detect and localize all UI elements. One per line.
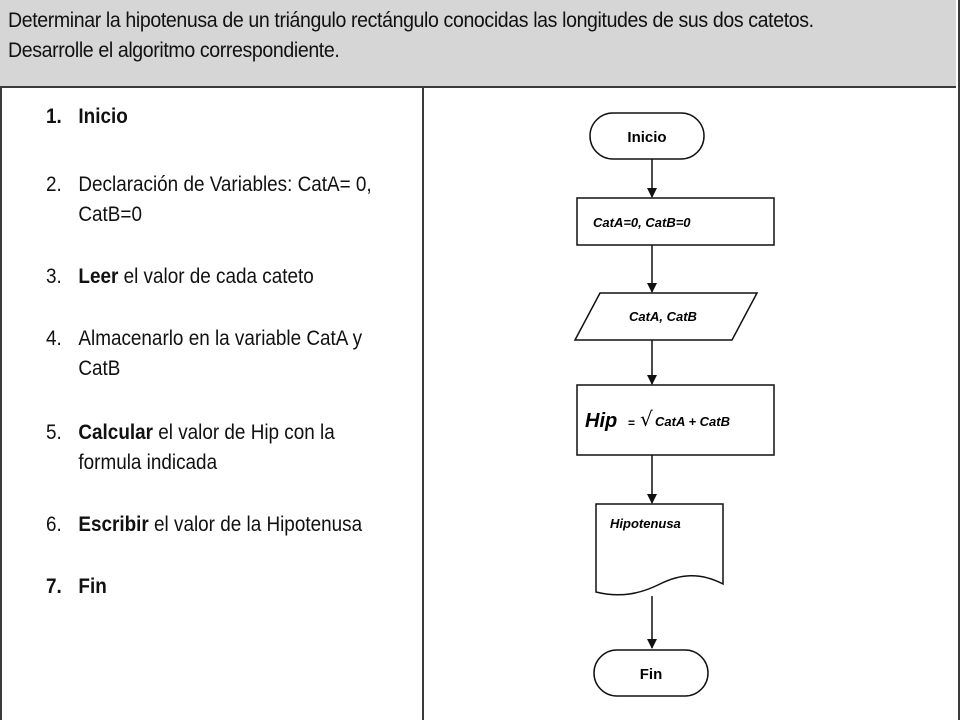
problem-line-1: Determinar la hipotenusa de un triángulo… [8, 9, 814, 32]
problem-line-2: Desarrolle el algoritmo correspondiente. [8, 39, 340, 62]
step-text: Declaración de Variables: CatA= 0, [78, 173, 372, 196]
step-keyword: Escribir [78, 513, 149, 536]
column-divider [422, 88, 424, 720]
output-label: Hipotenusa [610, 516, 681, 531]
start-label: Inicio [627, 129, 666, 146]
step-number: 3. [46, 265, 62, 288]
input-label: CatA, CatB [629, 309, 697, 324]
step-keyword: Inicio [78, 105, 128, 128]
calc-variable: Hip [585, 410, 617, 432]
init-label: CatA=0, CatB=0 [593, 215, 691, 230]
calc-process-box [576, 384, 775, 456]
step-text-line2: formula indicada [78, 451, 218, 474]
step-keyword: Calcular [78, 421, 153, 444]
sqrt-symbol: √ [640, 407, 653, 431]
end-label: Fin [640, 666, 663, 683]
step-keyword: Fin [78, 575, 107, 598]
step-number: 6. [46, 513, 62, 536]
step-text-line2: CatB [78, 357, 121, 380]
calc-expression: CatA + CatB [655, 414, 730, 429]
problem-statement: Determinar la hipotenusa de un triángulo… [0, 0, 956, 88]
step-text: el valor de cada cateto [118, 265, 314, 288]
step-keyword: Leer [78, 265, 119, 288]
step-number: 2. [46, 173, 62, 196]
step-text: el valor de Hip con la [152, 421, 335, 444]
step-number: 5. [46, 421, 62, 444]
input-parallelogram [573, 292, 759, 341]
output-document [595, 503, 724, 596]
step-text-line2: CatB=0 [78, 203, 142, 226]
step-number: 7. [46, 575, 62, 598]
step-number: 1. [46, 105, 62, 128]
step-text: el valor de la Hipotenusa [148, 513, 363, 536]
step-number: 4. [46, 327, 62, 350]
algorithm-steps: 1. Inicio 2. Declaración de Variables: C… [0, 88, 420, 720]
calc-equals: = [628, 416, 635, 430]
init-process-box [576, 197, 775, 246]
step-text: Almacenarlo en la variable CatA y [78, 327, 363, 350]
end-terminal [593, 649, 709, 697]
start-terminal [589, 112, 705, 160]
